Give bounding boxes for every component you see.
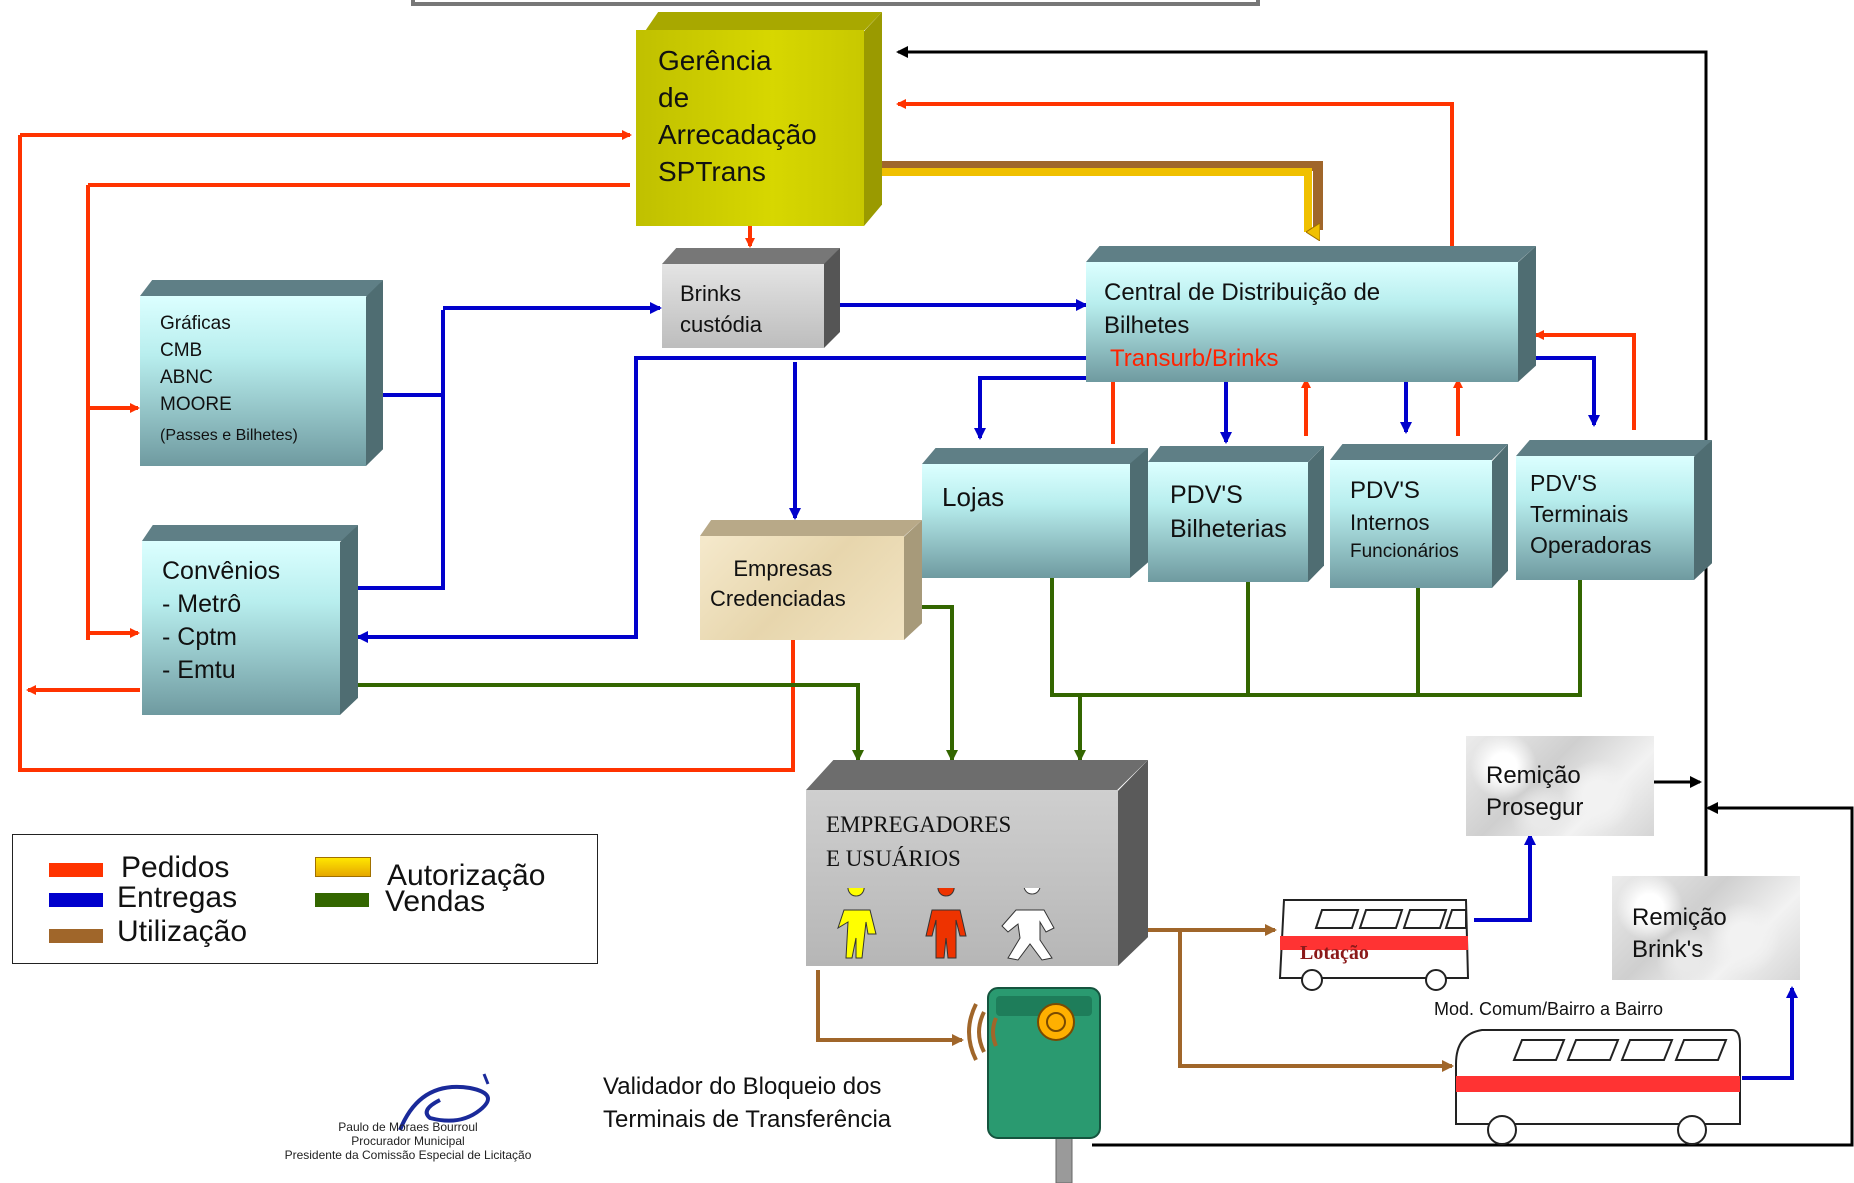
node-graficas: Gráficas CMB ABNC MOORE (Passes e Bilhet… [140,280,383,466]
vendas-arrows [358,575,1582,762]
bus-caption: Mod. Comum/Bairro a Bairro [1434,999,1664,1019]
validador-icon [967,987,1101,1183]
entregas-lotacao-to-prosegur [1474,833,1536,922]
pedidos-arrows [18,99,1636,772]
legend-autorizacao: Autorização [387,859,546,892]
brinks-custodia-label: Brinks custódia [680,281,762,337]
legend-swatch-autorizacao [315,857,371,877]
utilizacao-to-bus [1130,928,1454,1072]
remicao-prosegur-label: Remição Prosegur [1486,762,1584,821]
node-brinks-custodia: Brinks custódia [662,248,840,348]
bus-icon [1455,1029,1741,1145]
vendas-convenios-to-usuarios [358,683,864,762]
retorno-validador [1092,802,1854,1147]
empresas-label: Empresas Credenciadas [710,556,846,611]
user-figure-yellow-icon [837,888,877,959]
central-label: Central de Distribuição de Bilhetes Tran… [1104,276,1380,375]
user-figure-white-icon [1001,888,1055,961]
node-gerencia: Gerência de Arrecadação SPTrans [636,12,882,226]
central-operator-label: Transurb/Brinks [1110,345,1279,372]
lotacao-label: Lotação [1300,942,1369,964]
utilizacao-to-validador [816,970,964,1046]
node-pdv-bilheterias: PDV'S Bilheterias [1148,446,1324,582]
empregadores-label: EMPREGADORES E USUÁRIOS [826,812,1012,871]
entregas-bus-to-brinks [1742,986,1798,1080]
legend-entregas: Entregas [117,881,238,914]
legend-swatch-entregas [49,893,103,907]
signature-mark [398,1073,490,1131]
graficas-label: Gráficas CMB ABNC MOORE (Passes e Bilhet… [160,313,298,444]
pdv-terminais-label: PDV'S Terminais Operadoras [1530,470,1652,558]
signature-block: Paulo de Moraes Bourroul Procurador Muni… [284,1120,532,1162]
node-convenios: Convênios - Metrô - Cptm - Emtu [142,525,358,715]
node-empregadores-usuarios: EMPREGADORES E USUÁRIOS [806,760,1148,966]
entregas-to-terminais [1536,356,1600,427]
lojas-label: Lojas [942,482,1005,512]
pedidos-central-to-gerencia [896,99,1454,248]
autorizacao-arrow [878,161,1323,232]
entregas-central-to-convenios [356,356,1086,643]
node-remicao-prosegur: Remição Prosegur [1466,736,1654,836]
lotacao-van-icon [1278,899,1470,991]
legend-pedidos: Pedidos [121,851,230,884]
top-banner-edge [411,0,1260,6]
legend-vendas: Vendas [385,885,486,918]
validador-caption: Validador do Bloqueio dos Terminais de T… [603,1073,892,1133]
node-remicao-brinks: Remição Brink's [1612,876,1800,980]
convenios-label: Convênios - Metrô - Cptm - Emtu [162,557,281,684]
legend-swatch-vendas [315,893,369,907]
node-pdv-terminais: PDV'S Terminais Operadoras [1516,440,1712,580]
entregas-to-lojas [974,376,1086,440]
remicao-brinks-label: Remição Brink's [1632,904,1727,963]
retorno-to-gerencia [896,46,1708,880]
user-figure-red-icon [925,888,967,959]
utilizacao-arrows [816,924,1454,1072]
user-figures [837,888,1055,961]
node-lojas: Lojas [922,448,1148,578]
pdv-internos-label: PDV'S Internos Funcionários [1350,477,1459,562]
gerencia-label: Gerência de Arrecadação SPTrans [658,45,817,187]
pdv-bilheterias-label: PDV'S Bilheterias [1170,481,1287,543]
entregas-arrows [356,299,1798,1080]
legend-utilizacao: Utilização [117,915,248,948]
node-pdv-internos: PDV'S Internos Funcionários [1330,444,1508,588]
pedidos-terminais-up [1534,330,1636,430]
vendas-bus-line [1050,575,1582,697]
legend-swatch-utilizacao [49,929,103,943]
legend: Pedidos Entregas Utilização Autorização … [12,834,598,964]
signal-waves-icon [967,1003,998,1061]
entregas-vertical [358,310,445,590]
pedidos-loop-outer [18,135,795,772]
legend-swatch-pedidos [49,863,103,877]
retorno-arrows [896,46,1854,1147]
node-central-distribuicao: Central de Distribuição de Bilhetes Tran… [1086,246,1536,382]
node-empresas-credenciadas: Empresas Credenciadas [700,520,922,640]
